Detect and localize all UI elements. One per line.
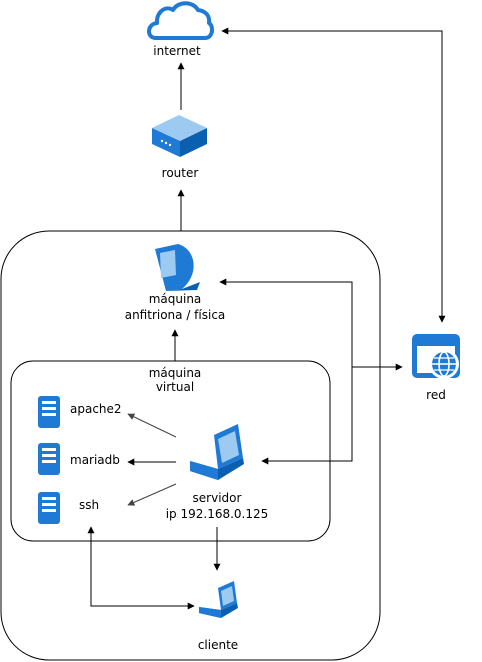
host-red-link <box>219 278 353 367</box>
client-laptop-icon <box>199 581 238 618</box>
internet-label: internet <box>153 44 201 58</box>
cloud-icon <box>147 1 215 40</box>
vm-label-line2: virtual <box>156 380 194 394</box>
router-label: router <box>162 166 199 180</box>
server-red-link <box>261 367 353 465</box>
computer-icon <box>155 244 200 291</box>
network-label: red <box>426 388 446 402</box>
apache-label: apache2 <box>70 402 122 416</box>
host-label-line1: máquina <box>149 292 202 306</box>
server-label-line2: ip 192.168.0.125 <box>166 507 269 521</box>
apache-server-icon <box>38 396 60 428</box>
mariadb-label: mariadb <box>70 453 120 467</box>
laptop-icon <box>190 424 244 480</box>
host-label-line2: anfitriona / física <box>125 308 226 322</box>
server-to-ssh-arrow <box>127 483 177 506</box>
server-label-line1: servidor <box>193 491 242 505</box>
ssh-client-link <box>87 526 195 610</box>
host-machine-container <box>0 230 381 661</box>
internet-red-link <box>221 27 446 323</box>
ssh-label: ssh <box>79 498 99 512</box>
router-icon <box>152 115 207 157</box>
client-label: cliente <box>198 638 238 652</box>
mariadb-server-icon <box>38 443 60 475</box>
server-to-apache-arrow <box>127 413 177 438</box>
ssh-server-icon <box>38 492 60 524</box>
vm-label-line1: máquina <box>149 366 202 380</box>
network-globe-icon <box>412 334 460 379</box>
